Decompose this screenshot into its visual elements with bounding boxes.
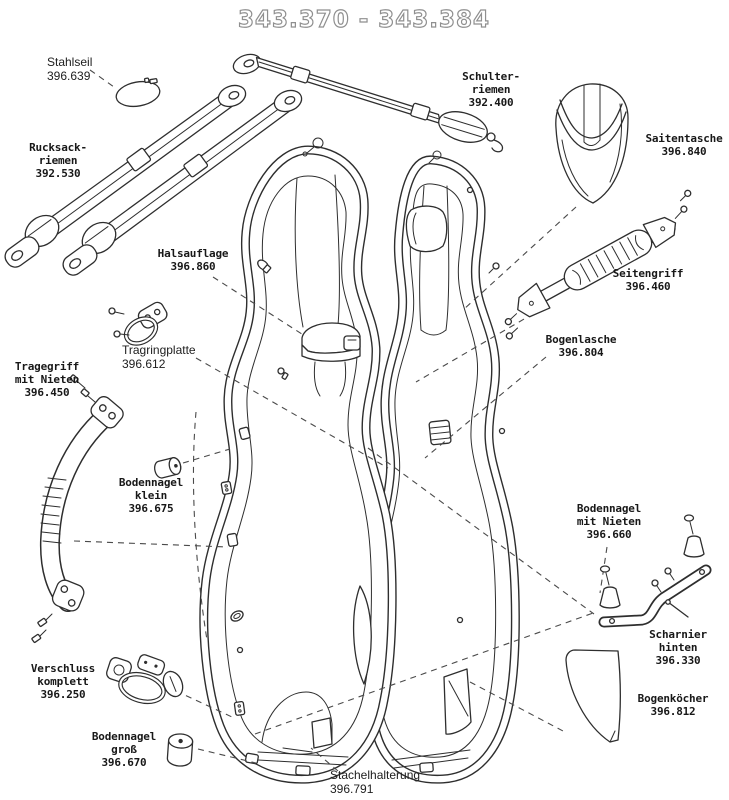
carry-handle-drawing [31, 374, 124, 644]
label-seitengriff: Seitengriff 396.460 [612, 267, 684, 293]
cello-case-left-shell-drawing [204, 137, 392, 779]
label-saitentasche: Saitentasche 396.840 [645, 132, 723, 158]
rivet-icon [31, 613, 53, 644]
latch-catch-icon [220, 480, 233, 495]
side-handle-drawing [504, 189, 692, 340]
floor-pin-large-drawing [166, 733, 194, 767]
cello-case-right-shell-drawing [367, 150, 516, 779]
screw-icon [504, 313, 519, 340]
rucksack-straps-drawing [4, 84, 303, 276]
rim-dring-icon [230, 610, 244, 622]
label-stachelhalterung: Stachelhalterung 396.791 [330, 768, 421, 796]
rubber-foot-icon [683, 514, 705, 558]
label-halsauflage: Halsauflage 396.860 [157, 247, 229, 273]
page-title: 343.370 - 343.384 [238, 7, 490, 33]
screw-icon [651, 567, 675, 593]
shoulder-strap-drawing [232, 53, 504, 153]
label-bogenkoecher: Bogenköcher 396.812 [637, 692, 709, 718]
label-bodennagel-mit-nieten: Bodennagel mit Nieten 396.660 [576, 502, 642, 541]
inner-pocket-drawing [405, 205, 448, 253]
bow-quiver-drawing [565, 649, 621, 743]
rim-clip-icon [488, 262, 500, 274]
label-tragringplatte: Tragringplatte 396.612 [122, 343, 196, 371]
label-schulterriemen: Schulter- riemen 392.400 [462, 70, 520, 109]
rear-hinge-assembly-drawing [598, 514, 712, 628]
strap-hook-icon [486, 132, 504, 153]
label-verschluss: Verschluss komplett 396.250 [30, 662, 96, 701]
label-bogenlasche: Bogenlasche 396.804 [545, 333, 617, 359]
floor-pin-small-drawing [154, 457, 182, 479]
spike-holder-drawing [257, 691, 349, 766]
lock-assembly-drawing [106, 654, 184, 705]
label-tragegriff: Tragegriff mit Nieten 396.450 [14, 360, 80, 399]
rivet-icon [69, 374, 96, 403]
leader-lines [73, 69, 608, 772]
label-rucksackriemen: Rucksack- riemen 392.530 [29, 141, 87, 180]
label-bodennagel-klein: Bodennagel klein 396.675 [118, 476, 184, 515]
pin-icon [665, 599, 689, 618]
screw-icon [108, 307, 130, 338]
bow-strap-mounted-drawing [428, 419, 452, 446]
label-bodennagel-gross: Bodennagel groß 396.670 [91, 730, 157, 769]
screw-icon [674, 189, 692, 219]
label-scharnier-hinten: Scharnier hinten 396.330 [649, 628, 707, 667]
rim-clip-icon [277, 367, 289, 380]
carry-ring-plate-drawing [108, 301, 168, 346]
neck-rest-saddle-drawing [301, 322, 361, 362]
rim-ring-icon [257, 259, 272, 274]
rubber-foot-icon [599, 565, 621, 609]
zipper-pull-icon [302, 137, 324, 157]
latch-catch-icon [233, 700, 246, 716]
steel-cable-drawing [115, 77, 161, 108]
label-stahlseil: Stahlseil 396.639 [47, 55, 93, 83]
zipper-pull-icon [428, 150, 442, 164]
string-pocket-drawing [555, 83, 629, 204]
